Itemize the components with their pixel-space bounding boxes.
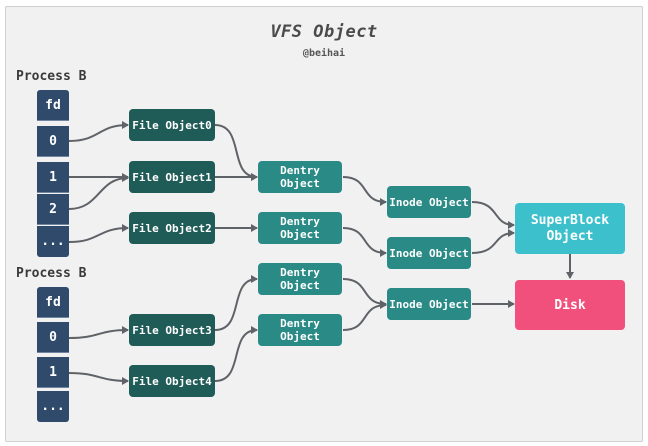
- edge-p2fd1-file4: [68, 372, 129, 385]
- fd-entry: 1: [37, 357, 69, 388]
- dentry-object: Dentry Object: [258, 314, 342, 346]
- process-label: Process B: [16, 266, 87, 281]
- fd-entry-ellipsis: ...: [37, 391, 69, 422]
- edge-fdx-file2: [68, 224, 129, 243]
- edge-fd0-file0: [68, 121, 129, 142]
- edge-file0-dentry1: [214, 124, 258, 181]
- file-object: File Object3: [129, 314, 215, 346]
- edge-inode1-superblock: [471, 201, 515, 229]
- inode-object: Inode Object: [387, 237, 471, 269]
- fd-header: fd: [37, 90, 69, 121]
- inode-object: Inode Object: [387, 186, 471, 218]
- inode-object: Inode Object: [387, 288, 471, 320]
- fd-entry-ellipsis: ...: [37, 226, 69, 257]
- file-object: File Object1: [129, 161, 215, 193]
- edge-inode2-superblock: [471, 229, 515, 254]
- edge-dentry2-inode2: [342, 227, 387, 257]
- file-object: File Object4: [129, 365, 215, 397]
- edge-file4-dentry4: [214, 326, 258, 382]
- process-label: Process B: [16, 69, 87, 84]
- edge-fd2-file1: [68, 174, 129, 210]
- dentry-object: Dentry Object: [258, 212, 342, 244]
- fd-entry: 2: [37, 194, 69, 225]
- dentry-object: Dentry Object: [258, 161, 342, 193]
- fd-entry: 0: [37, 126, 69, 157]
- file-object: File Object2: [129, 212, 215, 244]
- disk: Disk: [515, 280, 625, 330]
- edge-dentry3-inode3: [342, 278, 387, 308]
- file-object: File Object0: [129, 109, 215, 141]
- fd-entry: 0: [37, 322, 69, 353]
- edge-dentry4-inode3: [342, 301, 387, 331]
- fd-header: fd: [37, 287, 69, 318]
- dentry-object: Dentry Object: [258, 263, 342, 295]
- diagram-title: VFS Object: [270, 22, 378, 42]
- fd-entry: 1: [37, 162, 69, 193]
- diagram-subtitle: @beihai: [302, 48, 346, 59]
- edge-dentry1-inode1: [342, 176, 387, 206]
- edge-file3-dentry3: [214, 275, 258, 331]
- edge-p2fd0-file3: [68, 326, 129, 339]
- superblock-object: SuperBlock Object: [515, 203, 625, 254]
